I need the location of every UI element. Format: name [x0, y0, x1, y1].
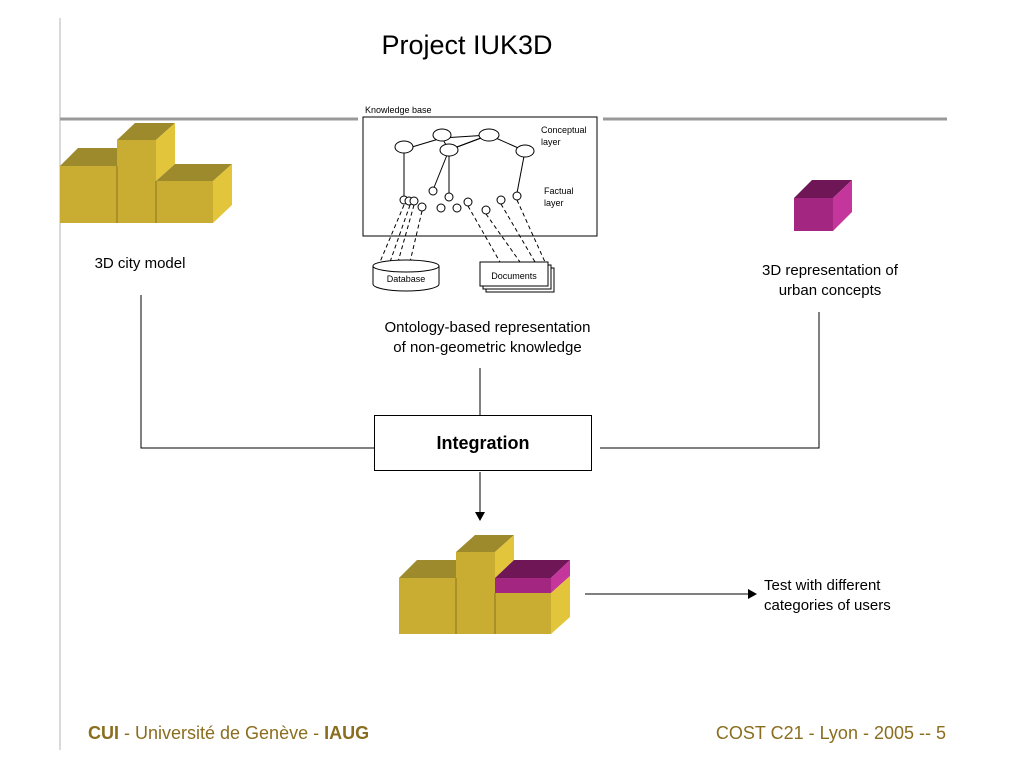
urban-concept-cube-icon: [794, 180, 852, 231]
kb-label: Knowledge base: [365, 105, 432, 115]
documents-label: Documents: [491, 271, 537, 281]
footer-sep-1: -: [119, 723, 135, 743]
integration-box: Integration: [374, 415, 592, 471]
test-users-caption-line-1: Test with different: [764, 577, 881, 594]
footer-right: COST C21 - Lyon - 2005 -- 5: [715, 723, 946, 743]
slide-title: Project IUK3D: [381, 30, 553, 60]
arrow-right-icon: [748, 589, 757, 599]
urban-concepts-caption: 3D representation of urban concepts: [730, 261, 930, 301]
connector-lines: [140, 295, 820, 595]
integrated-model-icon: [399, 535, 570, 634]
database-icon: [372, 259, 440, 292]
ontology-caption: Ontology-based representation of non-geo…: [350, 318, 625, 358]
documents-icon: [479, 261, 555, 293]
footer-sep-2: -: [308, 723, 325, 743]
city-model-caption: 3D city model: [94, 255, 186, 272]
footer-left: CUI - Université de Genève - IAUG: [88, 723, 369, 744]
knowledge-base-diagram: [362, 116, 598, 293]
footer-org-iaug: IAUG: [324, 723, 370, 743]
conceptual-layer-label-2: layer: [541, 137, 561, 147]
city-model-icon: [60, 123, 232, 223]
footer-org-cui: CUI: [88, 723, 119, 743]
integration-label: Integration: [436, 432, 530, 453]
urban-concepts-caption-line-1: 3D representation of: [762, 262, 898, 279]
test-users-caption-line-2: categories of users: [764, 597, 891, 614]
urban-concepts-caption-line-2: urban concepts: [778, 282, 882, 299]
factual-layer-label-2: layer: [544, 198, 564, 208]
factual-layer-label-1: Factual: [544, 186, 574, 196]
database-label: Database: [387, 274, 426, 284]
ontology-caption-line-2: of non-geometric knowledge: [393, 339, 582, 356]
test-users-caption: Test with different categories of users: [764, 576, 964, 616]
conceptual-layer-label-1: Conceptual: [541, 125, 587, 135]
ontology-caption-line-1: Ontology-based representation: [384, 319, 591, 336]
arrow-down-icon: [475, 512, 485, 521]
footer-university: Université de Genève: [135, 723, 309, 743]
